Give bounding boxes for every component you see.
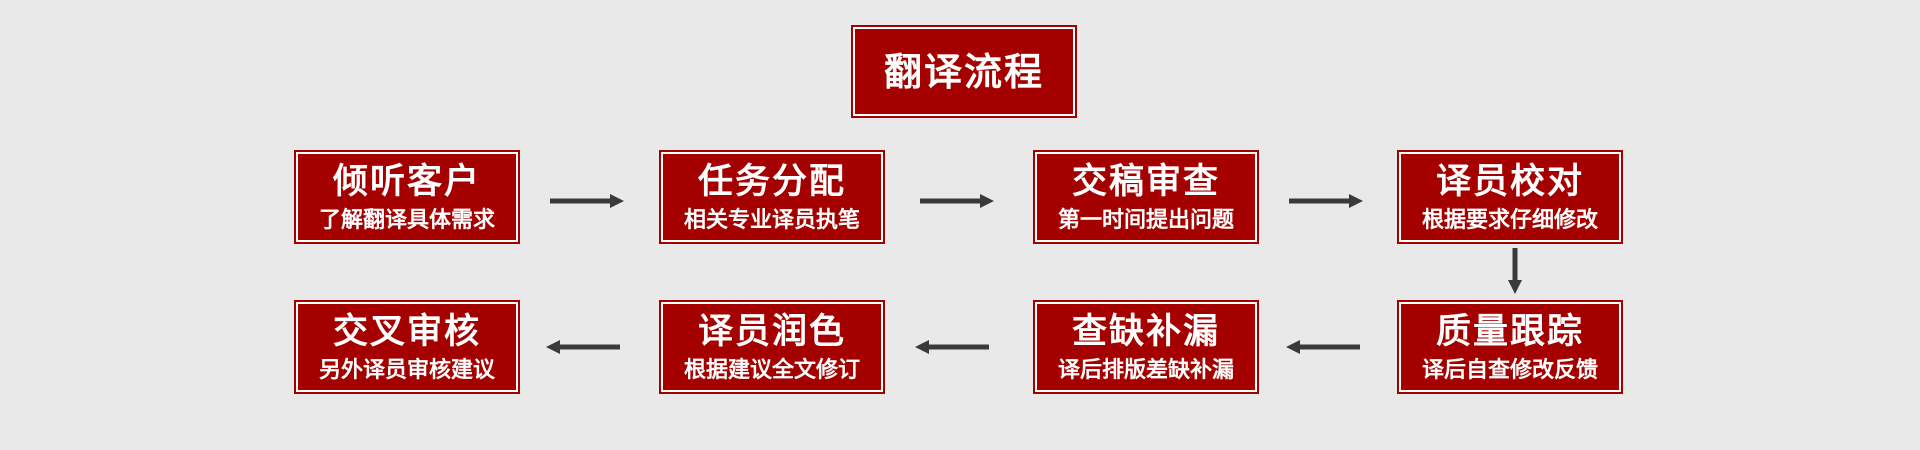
step-box-listen-client: 倾听客户 了解翻译具体需求 <box>294 150 520 244</box>
step-title: 查缺补漏 <box>1071 311 1220 352</box>
step-subtitle: 相关专业译员执笔 <box>683 207 860 233</box>
step-subtitle: 了解翻译具体需求 <box>318 207 495 233</box>
step-subtitle: 另外译员审核建议 <box>318 357 495 383</box>
step-box-task-assignment: 任务分配 相关专业译员执笔 <box>659 150 885 244</box>
left-arrow-icon <box>546 340 620 354</box>
step-title: 质量跟踪 <box>1435 311 1584 352</box>
step-subtitle: 译后排版差缺补漏 <box>1057 357 1234 383</box>
step-box-submission-review: 交稿审查 第一时间提出问题 <box>1033 150 1259 244</box>
left-arrow-icon <box>915 340 989 354</box>
flowchart-title: 翻译流程 <box>883 49 1044 94</box>
step-subtitle: 第一时间提出问题 <box>1057 207 1234 233</box>
step-title: 交稿审查 <box>1071 161 1220 202</box>
step-subtitle: 根据要求仔细修改 <box>1421 207 1598 233</box>
right-arrow-icon <box>920 194 994 208</box>
step-box-cross-review: 交叉审核 另外译员审核建议 <box>294 300 520 394</box>
flowchart-title-box: 翻译流程 <box>851 25 1077 118</box>
step-box-translator-proofread: 译员校对 根据要求仔细修改 <box>1397 150 1623 244</box>
step-title: 译员润色 <box>697 311 846 352</box>
step-box-gap-filling: 查缺补漏 译后排版差缺补漏 <box>1033 300 1259 394</box>
step-title: 译员校对 <box>1435 161 1584 202</box>
step-title: 交叉审核 <box>332 311 481 352</box>
right-arrow-icon <box>550 194 624 208</box>
down-arrow-icon <box>1508 248 1522 294</box>
right-arrow-icon <box>1289 194 1363 208</box>
step-box-quality-tracking: 质量跟踪 译后自查修改反馈 <box>1397 300 1623 394</box>
step-subtitle: 根据建议全文修订 <box>683 357 860 383</box>
step-subtitle: 译后自查修改反馈 <box>1421 357 1598 383</box>
left-arrow-icon <box>1286 340 1360 354</box>
step-box-polishing: 译员润色 根据建议全文修订 <box>659 300 885 394</box>
step-title: 任务分配 <box>697 161 846 202</box>
step-title: 倾听客户 <box>332 161 481 202</box>
